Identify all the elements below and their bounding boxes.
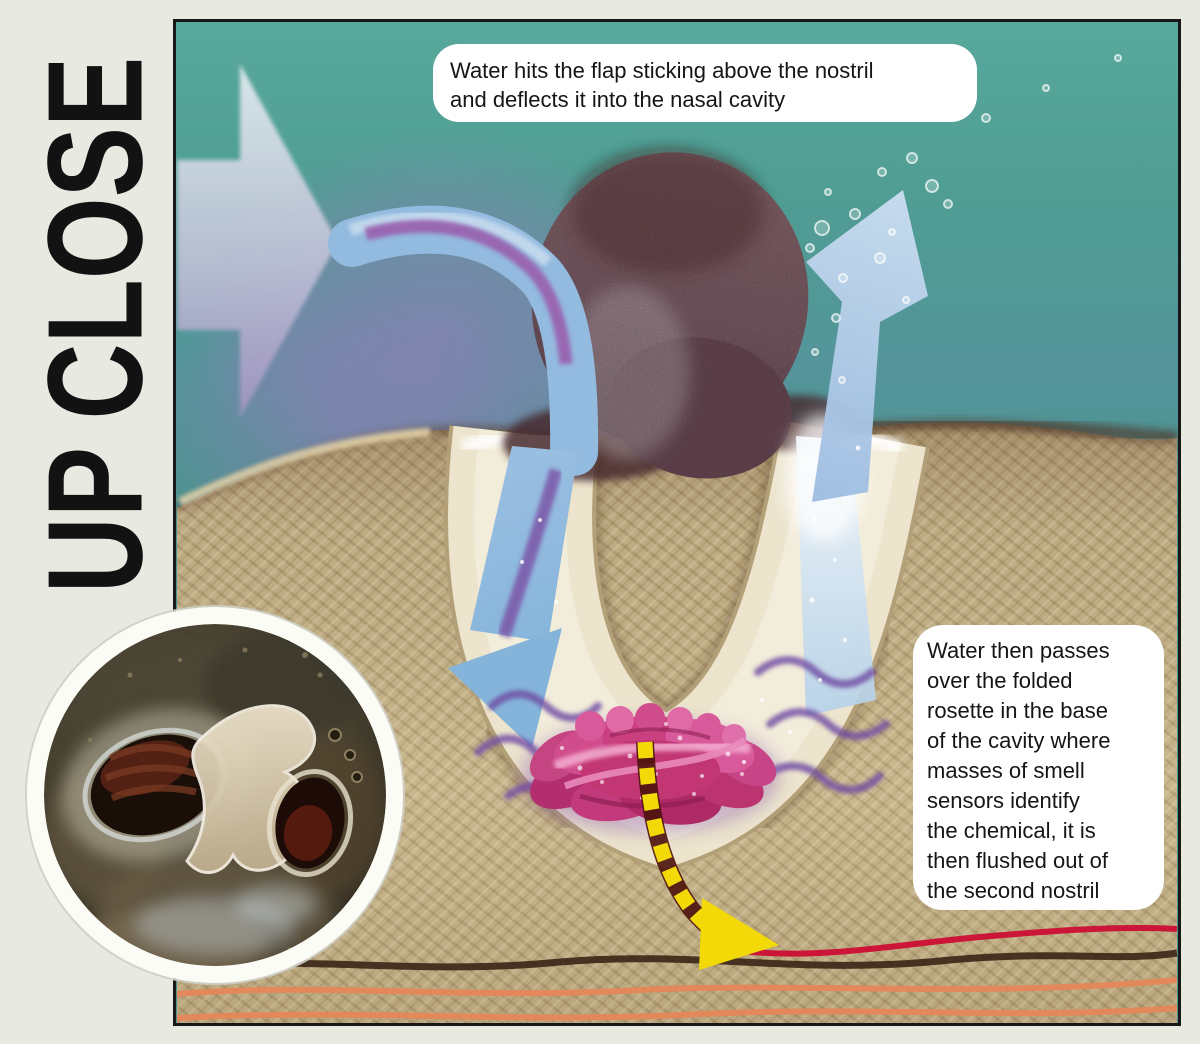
inflow-stripe [497, 468, 563, 638]
callout-rosette-line-4: of the cavity where [927, 728, 1111, 753]
callout-rosette-line-3: rosette in the base [927, 698, 1109, 723]
callout-rosette-line-6: sensors identify [927, 788, 1080, 813]
nerve-signal-arrow [636, 741, 779, 970]
page-title: UP CLOSE [18, 0, 173, 669]
callout-flap-line-2: and deflects it into the nasal cavity [450, 87, 786, 112]
fat-layer-line-1 [176, 977, 1178, 997]
callout-rosette-line-1: Water then passes [927, 638, 1110, 663]
nerve-line [741, 925, 1178, 957]
inflow-arrow [448, 446, 578, 748]
callout-flap: Water hits the flap sticking above the n… [433, 44, 977, 122]
nostril-photo-inset [25, 605, 405, 985]
water-sparkles [520, 445, 861, 764]
fat-layer-line-2 [176, 1005, 1178, 1021]
callout-rosette-line-8: then flushed out of [927, 848, 1109, 873]
callout-rosette: Water then passes over the folded rosett… [913, 625, 1164, 910]
page-title-text: UP CLOSE [19, 56, 171, 594]
outflow-arrow [806, 190, 928, 502]
callout-rosette-line-9: the second nostril [927, 878, 1100, 903]
incoming-current-arrow [177, 64, 338, 418]
nostril-flap [531, 150, 809, 479]
deflected-flow-tube [328, 205, 599, 476]
flow-stripe [364, 219, 573, 365]
callout-flap-line-1: Water hits the flap sticking above the n… [450, 58, 874, 83]
callout-rosette-line-7: the chemical, it is [927, 818, 1096, 843]
callout-rosette-line-5: masses of smell [927, 758, 1085, 783]
skin-surface-highlight [178, 427, 431, 507]
water-bubbles [805, 54, 1122, 384]
panel-border [173, 19, 1181, 1026]
callout-rosette-line-2: over the folded [927, 668, 1073, 693]
